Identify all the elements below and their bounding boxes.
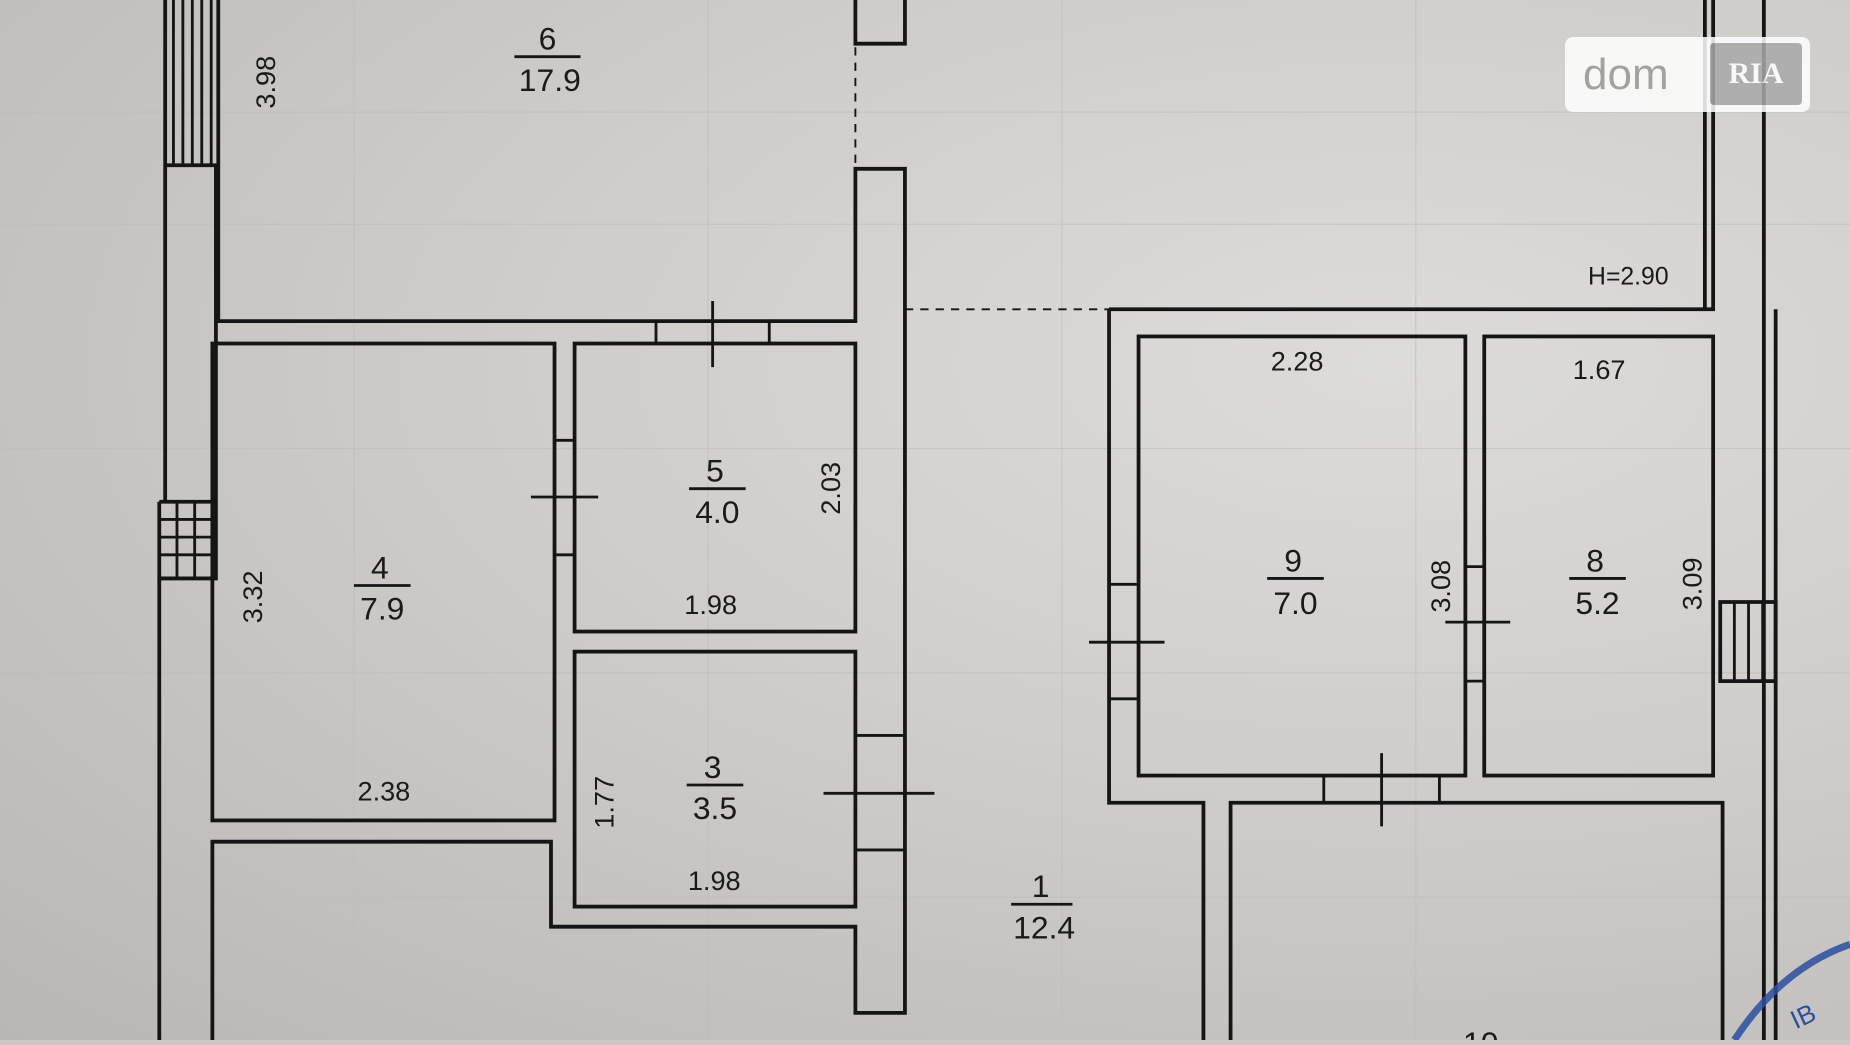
room-1-label: 1 12.4 xyxy=(1011,868,1075,945)
ceiling-height-label: H=2.90 xyxy=(1588,263,1669,290)
dimension-label: 3.32 xyxy=(237,570,268,623)
room-number: 9 xyxy=(1284,542,1302,578)
dimension-label: 2.38 xyxy=(357,775,410,806)
room-area: 4.0 xyxy=(695,494,739,530)
room-number: 3 xyxy=(704,749,722,785)
room-number: 1 xyxy=(1032,868,1050,904)
dimension-label: 3.98 xyxy=(250,56,281,109)
watermark-badge: RIA xyxy=(1710,43,1802,105)
room-5-label: 5 4.0 xyxy=(689,453,746,530)
dimension-labels: 3.98 2.03 1.98 3.32 2.38 1.77 1.98 2.28 … xyxy=(237,56,1707,896)
dimension-label: 2.28 xyxy=(1271,346,1324,377)
dimension-label: 3.08 xyxy=(1425,560,1456,613)
room-area: 7.9 xyxy=(360,591,404,627)
watermark-brand: dom xyxy=(1583,49,1669,99)
room-6-label: 6 17.9 xyxy=(514,21,581,98)
room-number: 10 xyxy=(1463,1025,1498,1040)
room-9-label: 9 7.0 xyxy=(1267,542,1324,621)
dimension-label: 2.03 xyxy=(815,462,846,515)
dimension-label: 1.77 xyxy=(589,776,620,829)
room-10-label: 10 xyxy=(1463,1025,1498,1045)
room-4-label: 4 7.9 xyxy=(353,549,411,627)
room-8-label: 8 5.2 xyxy=(1569,542,1626,621)
room-area: 3.5 xyxy=(693,790,737,826)
room-number: 5 xyxy=(706,453,724,489)
room-number: 8 xyxy=(1586,542,1604,578)
dimension-label: 1.98 xyxy=(688,865,741,896)
stamp: ІВ xyxy=(1731,941,1850,1042)
dimension-label: 3.09 xyxy=(1676,557,1707,610)
walls xyxy=(157,0,1778,1040)
room-area: 12.4 xyxy=(1013,909,1075,945)
room-3-label: 3 3.5 xyxy=(686,749,744,826)
dimension-label: 1.98 xyxy=(684,589,737,620)
room-number: 4 xyxy=(371,549,389,585)
room-area: 7.0 xyxy=(1273,585,1317,621)
dom-ria-watermark: dom RIA xyxy=(1565,37,1810,112)
room-number: 6 xyxy=(539,21,557,57)
dimension-label: 1.67 xyxy=(1573,354,1626,385)
room-labels: 6 17.9 5 4.0 4 7.9 3 3.5 1 12.4 9 7.0 xyxy=(353,21,1626,1045)
room-area: 17.9 xyxy=(519,62,581,98)
room-area: 5.2 xyxy=(1575,585,1619,621)
stamp-text: ІВ xyxy=(1786,997,1821,1035)
